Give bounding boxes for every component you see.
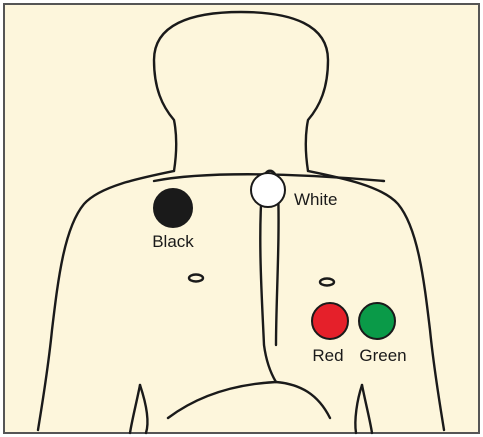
red-electrode <box>312 303 348 339</box>
black-electrode <box>154 189 192 227</box>
white-electrode-label: White <box>294 190 337 209</box>
black-electrode-label: Black <box>152 232 194 251</box>
green-electrode <box>359 303 395 339</box>
green-electrode-label: Green <box>359 346 406 365</box>
white-electrode <box>251 173 285 207</box>
red-electrode-label: Red <box>312 346 343 365</box>
